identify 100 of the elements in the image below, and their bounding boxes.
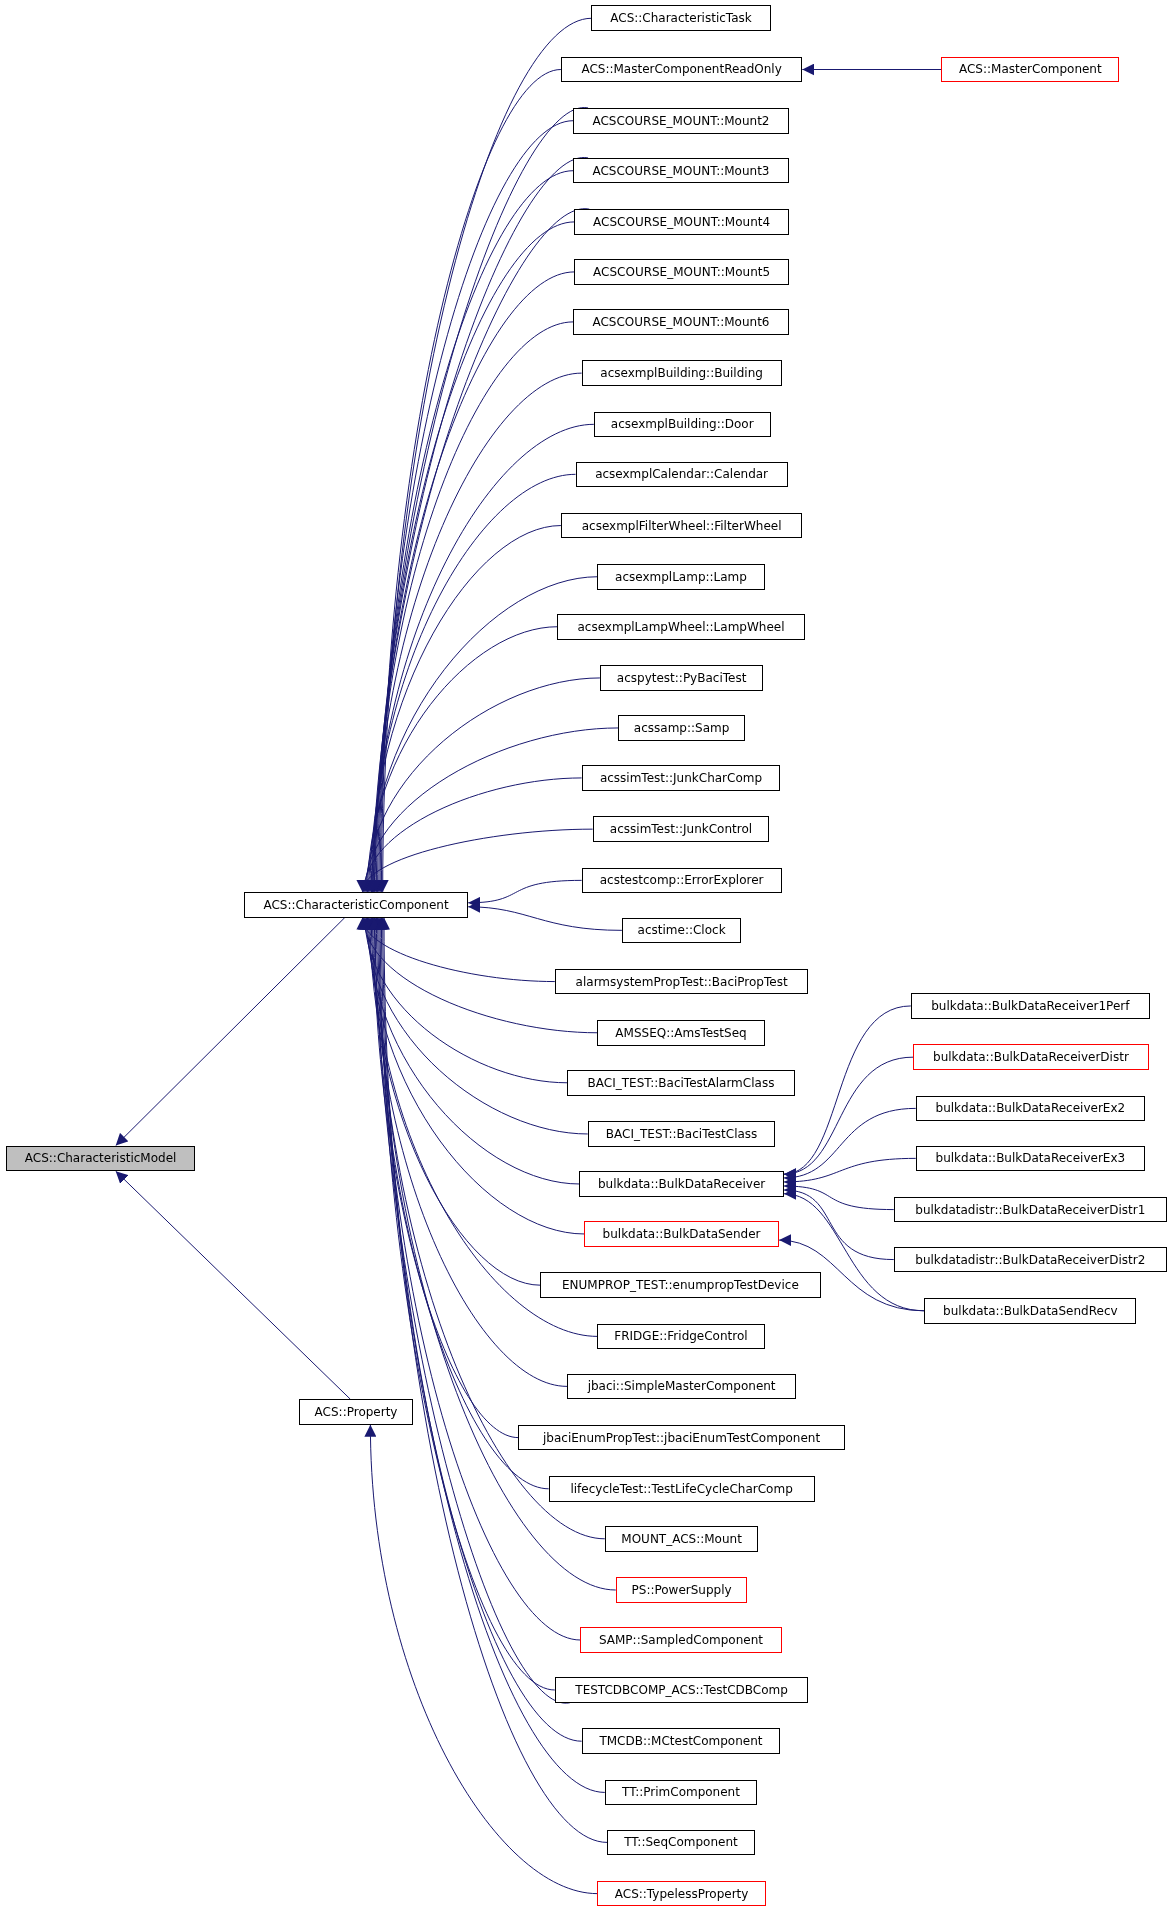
class-box bbox=[615, 1577, 748, 1603]
class-box bbox=[915, 1145, 1145, 1172]
class-name: bulkdata::BulkDataReceiverDistr bbox=[933, 1050, 1129, 1065]
inheritance-arrow bbox=[359, 917, 556, 983]
inheritance-arrow bbox=[115, 917, 346, 1147]
class-box bbox=[604, 1526, 759, 1552]
class-box bbox=[6, 1145, 196, 1172]
class-box bbox=[580, 1627, 782, 1653]
class-box bbox=[554, 1677, 809, 1703]
class-name: bulkdata::BulkDataReceiverEx3 bbox=[935, 1151, 1126, 1166]
class-name: ACS::TypelessProperty bbox=[614, 1886, 749, 1901]
inheritance-arrow bbox=[359, 917, 598, 1034]
class-box bbox=[621, 917, 742, 944]
class-box bbox=[581, 360, 782, 386]
class-box bbox=[618, 715, 745, 741]
class-name: bulkdatadistr::BulkDataReceiverDistr1 bbox=[915, 1202, 1146, 1217]
class-name: AMSSEQ::AmsTestSeq bbox=[615, 1025, 747, 1040]
class-box bbox=[893, 1246, 1167, 1273]
class-name: lifecycleTest::TestLifeCycleCharComp bbox=[570, 1481, 793, 1496]
class-name: MOUNT_ACS::Mount bbox=[621, 1531, 742, 1546]
class-name: acsexmplLamp::Lamp bbox=[615, 569, 747, 584]
class-box bbox=[597, 563, 765, 590]
class-name: ENUMPROP_TEST::enumpropTestDevice bbox=[562, 1278, 799, 1293]
class-box bbox=[910, 993, 1150, 1019]
class-box bbox=[581, 1728, 781, 1754]
class-box bbox=[567, 1069, 795, 1096]
class-box bbox=[597, 1323, 765, 1350]
class-box bbox=[243, 891, 469, 918]
inheritance-arrow bbox=[783, 1056, 914, 1179]
class-name: acsexmplCalendar::Calendar bbox=[595, 467, 769, 482]
inheritance-arrow bbox=[361, 917, 589, 1135]
inheritance-arrow bbox=[801, 63, 942, 76]
class-box bbox=[597, 1880, 766, 1907]
class-box bbox=[574, 259, 789, 285]
class-name: bulkdata::BulkDataReceiver bbox=[597, 1176, 766, 1191]
class-name: ACSCOURSE_MOUNT::Mount6 bbox=[592, 314, 770, 329]
class-box bbox=[924, 1297, 1137, 1324]
class-name: bulkdata::BulkDataSendRecv bbox=[943, 1303, 1118, 1318]
class-box bbox=[560, 512, 803, 539]
class-name: acssimTest::JunkControl bbox=[609, 822, 753, 837]
class-name: ACSCOURSE_MOUNT::Mount5 bbox=[593, 264, 771, 279]
class-box bbox=[591, 5, 771, 32]
class-box bbox=[597, 1019, 765, 1046]
inheritance-arrow bbox=[360, 917, 568, 1084]
class-name: ACSCOURSE_MOUNT::Mount3 bbox=[592, 163, 770, 178]
class-box bbox=[574, 209, 789, 235]
class-box bbox=[607, 1829, 755, 1856]
class-name: ACS::CharacteristicComponent bbox=[263, 897, 449, 912]
class-name: bulkdata::BulkDataReceiverEx2 bbox=[935, 1101, 1126, 1116]
class-name: TMCDB::MCtestComponent bbox=[599, 1734, 763, 1749]
class-box bbox=[567, 1373, 797, 1400]
class-name: FRIDGE::FridgeControl bbox=[614, 1329, 748, 1344]
class-name: ACS::MasterComponentReadOnly bbox=[581, 62, 782, 77]
class-name: alarmsystemPropTest::BaciPropTest bbox=[575, 974, 788, 989]
class-box bbox=[584, 1221, 780, 1247]
inheritance-arrow bbox=[783, 1185, 895, 1261]
class-box bbox=[587, 1121, 776, 1147]
class-name: ACSCOURSE_MOUNT::Mount4 bbox=[593, 214, 771, 229]
inheritance-arrow bbox=[364, 1424, 598, 1895]
class-box bbox=[915, 1095, 1145, 1122]
inheritance-arrow bbox=[115, 1170, 351, 1400]
class-box bbox=[581, 867, 782, 894]
class-name: ACSCOURSE_MOUNT::Mount2 bbox=[592, 113, 770, 128]
class-name: acsexmplBuilding::Building bbox=[600, 366, 763, 381]
class-box bbox=[560, 56, 803, 83]
class-box bbox=[298, 1399, 414, 1425]
class-name: ACS::CharacteristicModel bbox=[24, 1151, 177, 1166]
class-name: BACI_TEST::BaciTestAlarmClass bbox=[587, 1075, 775, 1090]
class-name: ACS::MasterComponent bbox=[958, 62, 1102, 77]
class-name: acsexmplFilterWheel::FilterWheel bbox=[581, 518, 782, 533]
class-box bbox=[593, 411, 771, 438]
class-name: ACS::CharacteristicTask bbox=[610, 11, 752, 26]
class-box bbox=[913, 1044, 1149, 1070]
class-name: acssamp::Samp bbox=[633, 720, 730, 735]
class-name: acspytest::PyBaciTest bbox=[616, 670, 747, 685]
class-box bbox=[554, 968, 809, 995]
class-box bbox=[592, 816, 770, 842]
inheritance-arrow bbox=[783, 1107, 917, 1183]
class-box bbox=[581, 765, 781, 791]
class-box bbox=[579, 1171, 784, 1197]
class-box bbox=[599, 665, 764, 691]
class-box bbox=[573, 107, 789, 134]
class-name: bulkdata::BulkDataReceiver1Perf bbox=[931, 998, 1130, 1013]
class-box bbox=[518, 1424, 845, 1451]
class-box bbox=[548, 1476, 815, 1502]
class-box bbox=[573, 309, 789, 335]
inheritance-arrow bbox=[778, 1235, 925, 1312]
class-name: PS::PowerSupply bbox=[631, 1583, 732, 1597]
class-name: TT::SeqComponent bbox=[624, 1835, 738, 1850]
class-box bbox=[941, 56, 1120, 83]
class-name: TESTCDBCOMP_ACS::TestCDBComp bbox=[575, 1683, 788, 1697]
class-box bbox=[575, 461, 788, 488]
class-name: acsexmplBuilding::Door bbox=[610, 417, 754, 432]
inheritance-arrow bbox=[467, 901, 623, 931]
class-box bbox=[540, 1272, 821, 1298]
class-name: acstestcomp::ErrorExplorer bbox=[599, 873, 764, 888]
class-box bbox=[557, 613, 805, 640]
class-name: acstime::Clock bbox=[637, 923, 726, 938]
class-box bbox=[604, 1779, 758, 1806]
class-name: jbaci::SimpleMasterComponent bbox=[587, 1379, 776, 1394]
